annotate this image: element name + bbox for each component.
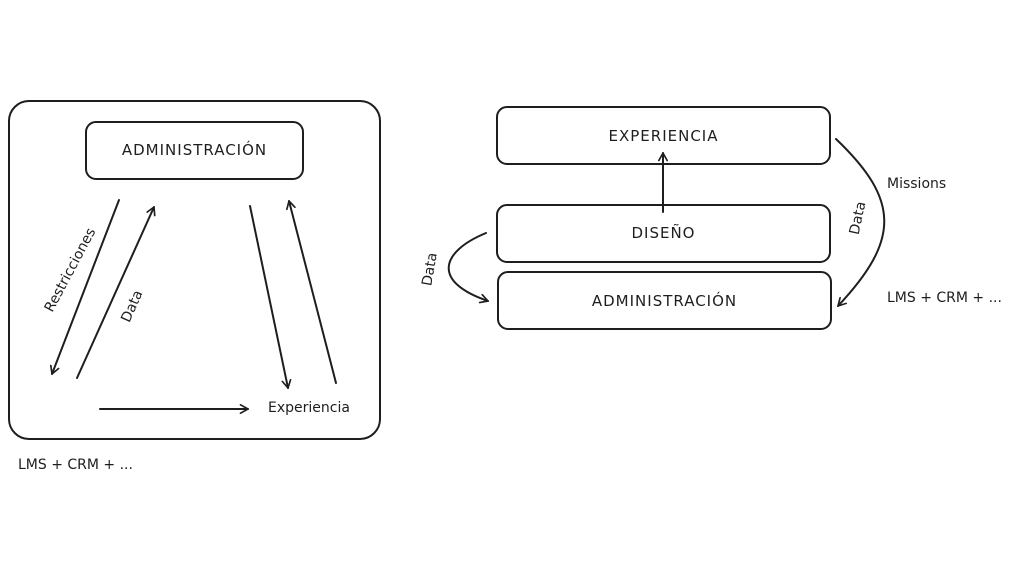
- left-frame: [8, 100, 381, 440]
- arrow-data-left: [76, 206, 156, 379]
- label-data-right: Data: [847, 200, 870, 236]
- arrow-curve-right: [835, 138, 886, 307]
- right-box-administracion-label: ADMINISTRACIÓN: [592, 291, 737, 310]
- label-data-right-left: Data: [419, 251, 441, 287]
- arrow-curve-left: [447, 232, 489, 304]
- left-box-administracion-label: ADMINISTRACIÓN: [122, 140, 267, 159]
- arrow-admin-to-experiencia: [249, 205, 292, 389]
- left-box-administracion: [85, 121, 304, 180]
- right-box-administracion: [497, 271, 832, 330]
- arrow-restricciones: [49, 199, 120, 375]
- label-experiencia: Experiencia: [268, 400, 350, 416]
- right-box-diseno-label: DISEÑO: [631, 223, 695, 242]
- left-caption: LMS + CRM + ...: [18, 457, 133, 473]
- right-caption: LMS + CRM + ...: [887, 290, 1002, 306]
- right-box-experiencia-label: EXPERIENCIA: [609, 127, 719, 145]
- label-missions: Missions: [887, 176, 946, 192]
- arrow-experiencia-to-admin: [286, 200, 337, 384]
